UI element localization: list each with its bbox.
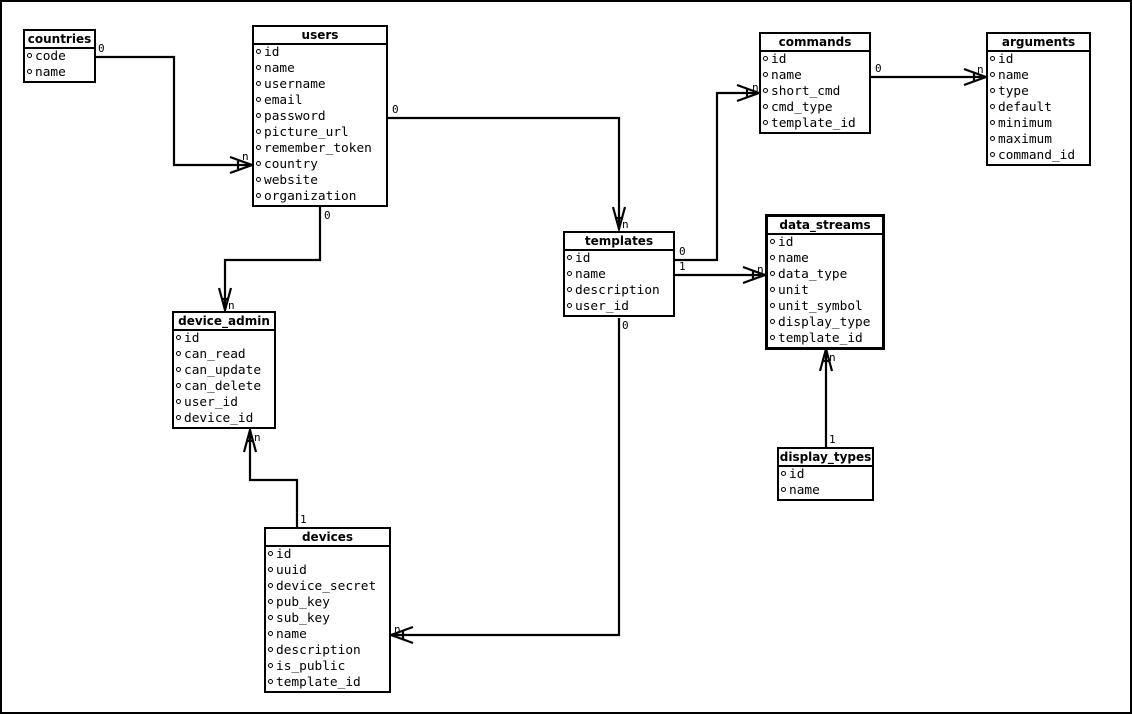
cardinality-label: 1: [679, 260, 686, 273]
cardinality-label: n: [829, 351, 836, 364]
entity-field: name: [988, 68, 1089, 84]
entity-field: website: [254, 173, 386, 189]
entity-field: name: [25, 65, 94, 81]
cardinality-label: 0: [324, 209, 331, 222]
relationship-templates-commands: 0 n: [675, 81, 763, 262]
entity-field: maximum: [988, 132, 1089, 148]
entity-commands: commands id name short_cmd cmd_type temp…: [759, 32, 871, 134]
entity-title: display_types: [779, 449, 872, 467]
entity-field: user_id: [565, 299, 673, 315]
cardinality-label: n: [622, 218, 629, 231]
entity-field: name: [565, 267, 673, 283]
entity-field: username: [254, 77, 386, 93]
cardinality-label: 0: [875, 62, 882, 75]
entity-field: id: [768, 235, 882, 251]
cardinality-label: n: [977, 63, 984, 76]
entity-field: template_id: [266, 675, 389, 691]
entity-devices: devices id uuid device_secret pub_key su…: [264, 527, 391, 693]
entity-templates: templates id name description user_id: [563, 231, 675, 317]
cardinality-label: n: [228, 299, 235, 312]
cardinality-label: n: [254, 431, 261, 444]
relationship-templates-data_streams: 1 n: [675, 260, 769, 285]
entity-field: id: [565, 251, 673, 267]
entity-data_streams: data_streams id name data_type unit unit…: [765, 214, 885, 350]
relationship-display_types-data_streams: 1 n: [818, 344, 836, 447]
entity-field: can_delete: [174, 379, 274, 395]
cardinality-label: n: [757, 263, 764, 276]
entity-field: short_cmd: [761, 84, 869, 100]
cardinality-label: n: [242, 150, 249, 163]
relationship-templates-devices: 0 n: [387, 318, 629, 645]
entity-title: arguments: [988, 34, 1089, 52]
entity-field: can_read: [174, 347, 274, 363]
entity-field: is_public: [266, 659, 389, 675]
entity-field: remember_token: [254, 141, 386, 157]
entity-field: sub_key: [266, 611, 389, 627]
entity-device_admin: device_admin id can_read can_update can_…: [172, 311, 276, 429]
entity-title: users: [254, 27, 386, 45]
entity-title: countries: [25, 31, 94, 49]
entity-field: can_update: [174, 363, 274, 379]
cardinality-label: 0: [98, 42, 105, 55]
relationship-countries-users: 0 n: [95, 42, 256, 175]
entity-field: pub_key: [266, 595, 389, 611]
relationship-users-device_admin: 0 n: [217, 207, 331, 315]
entity-field: data_type: [768, 267, 882, 283]
cardinality-label: 0: [392, 103, 399, 116]
entity-field: id: [761, 52, 869, 68]
relationship-devices-device_admin: 1 n: [242, 425, 307, 527]
cardinality-label: n: [752, 81, 759, 94]
cardinality-label: 1: [829, 433, 836, 446]
cardinality-label: 1: [300, 513, 307, 526]
entity-field: id: [266, 547, 389, 563]
entity-countries: countries code name: [23, 29, 96, 83]
entity-field: name: [266, 627, 389, 643]
cardinality-label: 0: [622, 319, 629, 332]
cardinality-label: n: [394, 623, 401, 636]
entity-field: type: [988, 84, 1089, 100]
entity-field: description: [266, 643, 389, 659]
entity-field: name: [761, 68, 869, 84]
entity-field: user_id: [174, 395, 274, 411]
entity-field: device_secret: [266, 579, 389, 595]
entity-field: command_id: [988, 148, 1089, 164]
entity-field: id: [174, 331, 274, 347]
cardinality-label: 0: [679, 245, 686, 258]
entity-field: code: [25, 49, 94, 65]
entity-arguments: arguments id name type default minimum m…: [986, 32, 1091, 166]
entity-field: picture_url: [254, 125, 386, 141]
relationship-users-templates: 0 n: [388, 103, 629, 234]
entity-field: id: [254, 45, 386, 61]
entity-field: default: [988, 100, 1089, 116]
entity-field: name: [254, 61, 386, 77]
entity-field: name: [779, 483, 872, 499]
entity-field: password: [254, 109, 386, 125]
entity-field: template_id: [768, 331, 882, 347]
entity-field: organization: [254, 189, 386, 205]
entity-field: unit_symbol: [768, 299, 882, 315]
entity-field: cmd_type: [761, 100, 869, 116]
entity-field: unit: [768, 283, 882, 299]
entity-title: devices: [266, 529, 389, 547]
entity-users: users id name username email password pi…: [252, 25, 388, 207]
entity-field: template_id: [761, 116, 869, 132]
entity-field: description: [565, 283, 673, 299]
entity-field: id: [988, 52, 1089, 68]
entity-title: data_streams: [768, 217, 882, 235]
entity-field: id: [779, 467, 872, 483]
relationship-commands-arguments: 0 n: [871, 62, 990, 87]
entity-field: minimum: [988, 116, 1089, 132]
entity-field: email: [254, 93, 386, 109]
entity-title: commands: [761, 34, 869, 52]
entity-title: device_admin: [174, 313, 274, 331]
entity-field: country: [254, 157, 386, 173]
entity-field: name: [768, 251, 882, 267]
entity-field: device_id: [174, 411, 274, 427]
entity-title: templates: [565, 233, 673, 251]
entity-field: uuid: [266, 563, 389, 579]
entity-display_types: display_types id name: [777, 447, 874, 501]
entity-field: display_type: [768, 315, 882, 331]
